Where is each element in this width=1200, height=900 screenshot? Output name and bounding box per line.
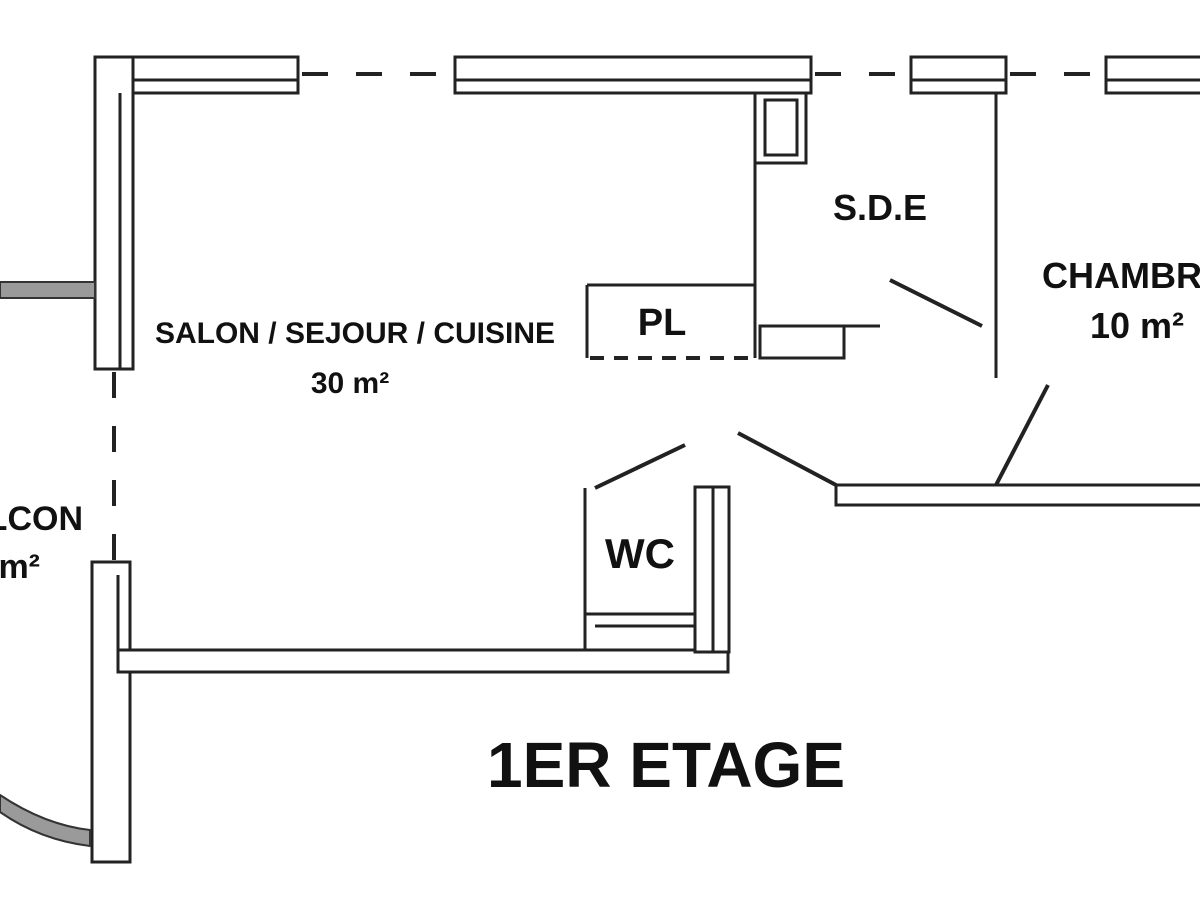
top-wall-segment-middle bbox=[453, 55, 813, 95]
sde-block bbox=[753, 91, 998, 378]
chambre-bottom-wall bbox=[834, 483, 1200, 507]
chambre-block bbox=[737, 384, 1200, 507]
pl-label: PL bbox=[638, 302, 687, 344]
wc-door-swing bbox=[594, 443, 686, 490]
wc-block bbox=[583, 443, 731, 654]
left-wall bbox=[0, 55, 135, 864]
balcon-name-label: BALCON bbox=[0, 500, 83, 538]
floor-title: 1ER ETAGE bbox=[487, 729, 845, 801]
corridor-door-swing bbox=[737, 431, 837, 487]
placard-block bbox=[585, 160, 757, 360]
wc-bottom-fixture bbox=[583, 612, 697, 652]
bottom-wall-segment bbox=[116, 648, 730, 674]
top-wall-segment-far-right bbox=[1104, 55, 1200, 95]
wc-right-wall-inner bbox=[693, 485, 715, 654]
left-wall-lower bbox=[90, 560, 132, 864]
wc-label: WC bbox=[605, 530, 675, 577]
chambre-name-label: CHAMBRE bbox=[1042, 255, 1200, 296]
balcony-railing-top bbox=[0, 281, 96, 299]
sde-label: S.D.E bbox=[833, 187, 927, 228]
salon-name-label: SALON / SEJOUR / CUISINE bbox=[155, 317, 555, 350]
balcony-railing-curve bbox=[0, 793, 91, 848]
salon-area-label: 30 m² bbox=[311, 367, 389, 400]
top-wall-segment-right bbox=[909, 55, 1008, 95]
balcon-area-label: m² bbox=[0, 548, 40, 586]
bottom-wall bbox=[116, 575, 730, 674]
top-wall bbox=[93, 55, 1200, 95]
left-wall-upper bbox=[93, 55, 135, 371]
sde-counter bbox=[758, 324, 846, 360]
chambre-door-swing bbox=[994, 384, 1050, 486]
sde-duct-inner bbox=[763, 98, 799, 157]
sde-door-swing bbox=[889, 278, 983, 328]
chambre-area-label: 10 m² bbox=[1090, 305, 1184, 346]
